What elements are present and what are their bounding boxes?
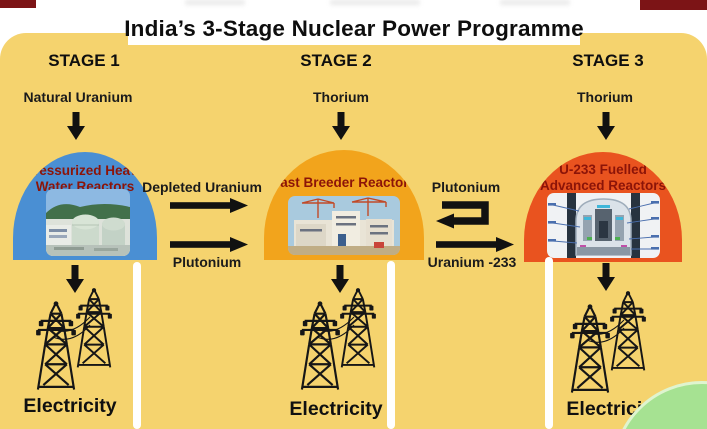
stage-1-header: STAGE 1: [48, 51, 120, 70]
pylon-icon: [34, 287, 113, 391]
advanced-reactor-cutaway: [547, 193, 660, 258]
stage-3-fuel-label: Thorium: [577, 89, 633, 105]
stage-1-fuel-label: Natural Uranium: [23, 89, 133, 105]
column-divider: [387, 261, 395, 429]
transfer-1-bottom-label: Plutonium: [172, 254, 242, 270]
transfer-2-bottom-label: Uranium -233: [427, 254, 517, 270]
down-arrow-icon: [67, 112, 85, 140]
phwr-plant-photo: [46, 189, 130, 256]
top-edge-artifact: [330, 0, 420, 5]
stage-2-output-label: Electricity: [289, 398, 383, 420]
transfer-1-top-label: Depleted Uranium: [142, 179, 262, 195]
pylon-icon: [298, 287, 377, 391]
diagram-title: India’s 3-Stage Nuclear Power Programme: [124, 12, 584, 45]
stage-3-reactor-name: U-233 Fuelled Advanced Reactors: [539, 162, 667, 193]
top-edge-artifact: [500, 0, 570, 5]
stage-2-fuel-label: Thorium: [313, 89, 369, 105]
right-arrow-icon: [436, 237, 514, 252]
column-divider: [133, 262, 141, 429]
stage-1-reactor-name: Pressurized Heavy Water Reactors: [24, 163, 146, 194]
stage-2-reactor-name: Fast Breeder Reactors: [271, 175, 417, 190]
down-arrow-icon: [332, 112, 350, 140]
right-arrow-icon: [170, 237, 248, 252]
stage-1-output-label: Electricity: [23, 395, 117, 417]
top-right-maroon-bar: [640, 0, 707, 10]
column-divider: [545, 257, 553, 429]
return-arrow-icon: [434, 197, 506, 229]
stage-2-header: STAGE 2: [300, 51, 372, 70]
down-arrow-icon: [597, 112, 615, 140]
top-left-maroon-bar: [0, 0, 36, 8]
top-edge-artifact: [185, 0, 245, 5]
transfer-2-top-label: Plutonium: [431, 179, 501, 195]
down-arrow-icon: [597, 263, 615, 291]
fbr-construction-photo: [288, 196, 400, 255]
stage-3-header: STAGE 3: [572, 51, 644, 70]
right-arrow-icon: [170, 198, 248, 213]
pylon-icon: [568, 290, 647, 394]
